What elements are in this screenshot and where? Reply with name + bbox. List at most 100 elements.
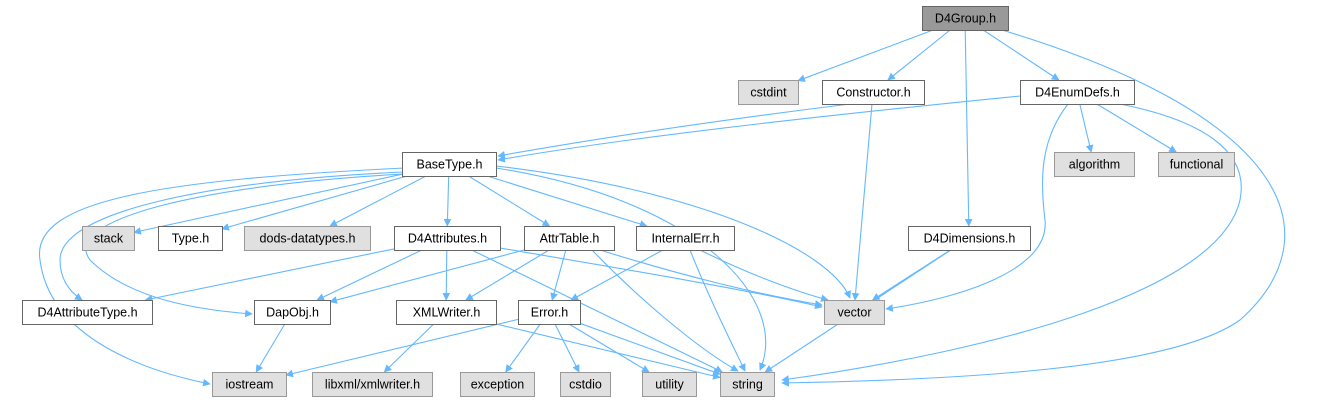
node-label: string bbox=[732, 378, 763, 392]
node-utility: utility bbox=[642, 372, 697, 397]
node-Type[interactable]: Type.h bbox=[158, 226, 223, 251]
node-box bbox=[212, 372, 287, 397]
node-box bbox=[158, 226, 223, 251]
node-box bbox=[312, 372, 433, 397]
node-InternalErr[interactable]: InternalErr.h bbox=[636, 226, 735, 251]
node-label: D4Group.h bbox=[935, 12, 996, 26]
node-iostream: iostream bbox=[212, 372, 287, 397]
node-label: InternalErr.h bbox=[651, 232, 719, 246]
node-label: libxml/xmlwriter.h bbox=[325, 378, 420, 392]
node-box bbox=[1020, 80, 1135, 105]
node-label: dods-datatypes.h bbox=[260, 232, 356, 246]
edge-InternalErr-to-Error bbox=[570, 249, 664, 301]
node-label: D4Dimensions.h bbox=[924, 232, 1016, 246]
nodes-layer: D4Group.h cstdint Constructor.h D4EnumDefs.… bbox=[22, 6, 1235, 397]
node-D4AttributeType[interactable]: D4AttributeType.h bbox=[22, 300, 153, 325]
edge-BaseType-to-D4Attributes bbox=[443, 175, 452, 227]
edge-D4EnumDefs-to-BaseType bbox=[497, 95, 1021, 163]
edge-AttrTable-to-string bbox=[591, 249, 739, 372]
edge-D4Attributes-to-D4AttributeType bbox=[144, 248, 395, 303]
node-box bbox=[560, 372, 611, 397]
edge-AttrTable-to-Error bbox=[550, 249, 567, 301]
node-AttrTable[interactable]: AttrTable.h bbox=[524, 226, 615, 251]
node-D4Attributes[interactable]: D4Attributes.h bbox=[394, 226, 501, 251]
node-label: cstdio bbox=[569, 378, 602, 392]
node-label: exception bbox=[471, 378, 525, 392]
edge-BaseType-to-InternalErr bbox=[487, 175, 648, 228]
node-label: vector bbox=[837, 306, 871, 320]
edge-D4Attributes-to-DapObj bbox=[316, 249, 423, 301]
node-libxml-xmlwriter: libxml/xmlwriter.h bbox=[312, 372, 433, 397]
node-box bbox=[244, 226, 371, 251]
node-box bbox=[720, 372, 775, 397]
edge-Error-to-exception bbox=[505, 323, 541, 373]
edge-BaseType-to-vector bbox=[495, 165, 851, 299]
node-DapObj[interactable]: DapObj.h bbox=[254, 300, 331, 325]
edge-XMLWriter-to-libxml-xmlwriter bbox=[383, 323, 435, 373]
edge-BaseType-to-AttrTable bbox=[468, 175, 551, 227]
edge-Error-to-string bbox=[579, 322, 721, 376]
node-box bbox=[908, 226, 1031, 251]
node-exception: exception bbox=[460, 372, 535, 397]
edge-D4Group-to-D4Dimensions bbox=[964, 29, 973, 227]
edge-DapObj-to-iostream bbox=[255, 323, 286, 373]
node-label: iostream bbox=[226, 378, 274, 392]
edge-XMLWriter-to-string bbox=[495, 323, 721, 380]
node-label: cstdint bbox=[750, 86, 787, 100]
node-label: AttrTable.h bbox=[540, 232, 600, 246]
node-box bbox=[524, 226, 615, 251]
edge-AttrTable-to-XMLWriter bbox=[465, 249, 550, 301]
node-D4EnumDefs[interactable]: D4EnumDefs.h bbox=[1020, 80, 1135, 105]
node-label: Type.h bbox=[172, 232, 210, 246]
node-box bbox=[518, 300, 581, 325]
node-box bbox=[922, 6, 1009, 31]
edge-BaseType-to-stack bbox=[133, 173, 403, 235]
edge-AttrTable-to-DapObj bbox=[329, 249, 525, 304]
node-box bbox=[394, 226, 501, 251]
edge-InternalErr-to-vector bbox=[699, 249, 829, 302]
edge-InternalErr-to-string bbox=[689, 249, 746, 372]
node-box bbox=[254, 300, 331, 325]
node-box bbox=[22, 300, 153, 325]
edge-D4EnumDefs-to-algorithm bbox=[1079, 103, 1094, 153]
edge-D4Attributes-to-string bbox=[471, 249, 723, 373]
node-BaseType[interactable]: BaseType.h bbox=[402, 152, 497, 177]
node-label: functional bbox=[1170, 158, 1224, 172]
node-label: Error.h bbox=[531, 306, 569, 320]
edge-Error-to-cstdio bbox=[554, 323, 580, 373]
node-Error[interactable]: Error.h bbox=[518, 300, 581, 325]
node-box bbox=[824, 300, 885, 325]
edge-Constructor-to-vector bbox=[851, 103, 873, 301]
node-dods-datatypes: dods-datatypes.h bbox=[244, 226, 371, 251]
node-box bbox=[396, 300, 497, 325]
edge-D4EnumDefs-to-functional bbox=[1096, 103, 1177, 153]
node-box bbox=[636, 226, 735, 251]
node-label: Constructor.h bbox=[836, 86, 910, 100]
edge-BaseType-to-string bbox=[495, 167, 767, 371]
edge-BaseType-to-Type bbox=[221, 175, 408, 231]
edge-D4Attributes-to-XMLWriter bbox=[442, 249, 451, 301]
node-cstdint: cstdint bbox=[738, 80, 799, 105]
edge-D4EnumDefs-to-string bbox=[781, 103, 1242, 383]
node-functional: functional bbox=[1158, 152, 1235, 177]
edge-D4Group-to-string bbox=[781, 29, 1286, 387]
node-stack: stack bbox=[82, 226, 135, 251]
node-box bbox=[1158, 152, 1235, 177]
node-string: string bbox=[720, 372, 775, 397]
node-D4Group[interactable]: D4Group.h bbox=[922, 6, 1009, 31]
node-XMLWriter[interactable]: XMLWriter.h bbox=[396, 300, 497, 325]
edge-AttrTable-to-vector bbox=[599, 249, 823, 308]
edge-D4EnumDefs-to-vector bbox=[885, 103, 1069, 312]
node-Constructor[interactable]: Constructor.h bbox=[822, 80, 925, 105]
node-label: XMLWriter.h bbox=[413, 306, 481, 320]
edge-Error-to-utility bbox=[568, 323, 650, 373]
node-D4Dimensions[interactable]: D4Dimensions.h bbox=[908, 226, 1031, 251]
edge-Constructor-to-BaseType bbox=[497, 103, 851, 159]
node-box bbox=[402, 152, 497, 177]
edge-D4Group-to-D4EnumDefs bbox=[982, 29, 1060, 81]
node-label: DapObj.h bbox=[266, 306, 319, 320]
edge-D4Group-to-Constructor bbox=[887, 29, 951, 81]
edge-BaseType-to-iostream bbox=[38, 167, 405, 387]
node-label: utility bbox=[655, 378, 684, 392]
